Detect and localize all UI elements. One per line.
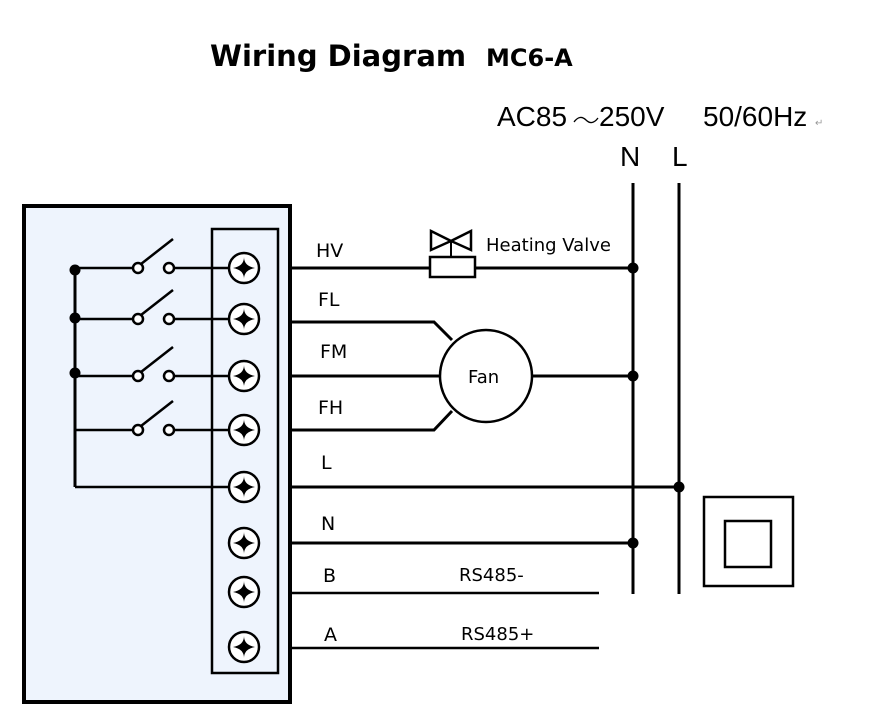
junction-dot	[69, 264, 81, 276]
valve-actuator	[428, 255, 477, 279]
frequency: 50/60Hz	[703, 101, 807, 132]
voltage-min: AC85	[497, 101, 567, 132]
fan-label: Fan	[468, 367, 499, 388]
terminal-screw-fl	[227, 302, 261, 336]
fl-wire	[290, 320, 454, 342]
terminal-screw-l	[227, 470, 261, 504]
diagram-title: Wiring Diagram	[210, 39, 466, 73]
screw-cross-icon	[233, 532, 255, 554]
terminal-label-n: N	[321, 513, 335, 535]
terminal-screw-b	[227, 575, 261, 609]
return-mark-icon: ↵	[815, 118, 823, 129]
screw-cross-icon	[233, 308, 255, 330]
outer-square	[702, 495, 795, 588]
terminal-label-hv: HV	[316, 240, 343, 262]
relay-switch-hv	[75, 238, 229, 275]
power-supply-spec: AC85 250V 50/60Hz ↵ N L	[497, 101, 823, 172]
model-number: MC6-A	[486, 44, 573, 72]
terminal-label-fl: FL	[318, 289, 340, 311]
fan-motor: Fan	[438, 328, 534, 424]
fan-circle	[438, 328, 534, 424]
terminal-screw-n	[227, 526, 261, 560]
terminal-label-a: A	[324, 624, 337, 646]
terminal-screw-a	[227, 630, 261, 664]
junction-dot	[673, 481, 685, 493]
terminal-label-fm: FM	[320, 341, 347, 363]
terminal-screw-fm	[227, 359, 261, 393]
valve-left-triangle-icon	[429, 228, 454, 252]
relay-switch-fm	[75, 346, 229, 383]
junction-dot	[627, 537, 639, 549]
voltage-max: 250V	[599, 101, 665, 132]
valve-right-triangle-icon	[448, 228, 473, 252]
external-wiring	[290, 262, 685, 650]
heating-valve-label: Heating Valve	[486, 235, 611, 256]
tilde-icon	[573, 116, 599, 124]
relay-switch-fl	[75, 289, 229, 326]
junction-dot	[627, 370, 639, 382]
junction-dot	[627, 262, 639, 274]
terminal-screw-fh	[227, 413, 261, 447]
heating-valve: Heating Valve	[428, 228, 611, 279]
terminal-label-b: B	[323, 565, 336, 587]
double-insulation-icon	[702, 495, 795, 588]
terminal-label-l: L	[321, 452, 332, 474]
screw-cross-icon	[233, 365, 255, 387]
screw-cross-icon	[233, 257, 255, 279]
rail-label-l: L	[672, 141, 688, 172]
screw-cross-icon	[233, 581, 255, 603]
rs485-minus-label: RS485-	[459, 565, 524, 586]
rail-label-n: N	[620, 141, 640, 172]
fh-wire	[290, 409, 454, 432]
rs485-plus-label: RS485+	[461, 624, 534, 645]
relay-switch-fh	[75, 400, 229, 437]
inner-square	[723, 519, 773, 569]
terminal-label-fh: FH	[318, 397, 343, 419]
screw-cross-icon	[233, 636, 255, 658]
screw-cross-icon	[233, 476, 255, 498]
terminal-screw-hv	[227, 251, 261, 285]
internal-relay-circuit	[69, 238, 236, 489]
screw-cross-icon	[233, 419, 255, 441]
